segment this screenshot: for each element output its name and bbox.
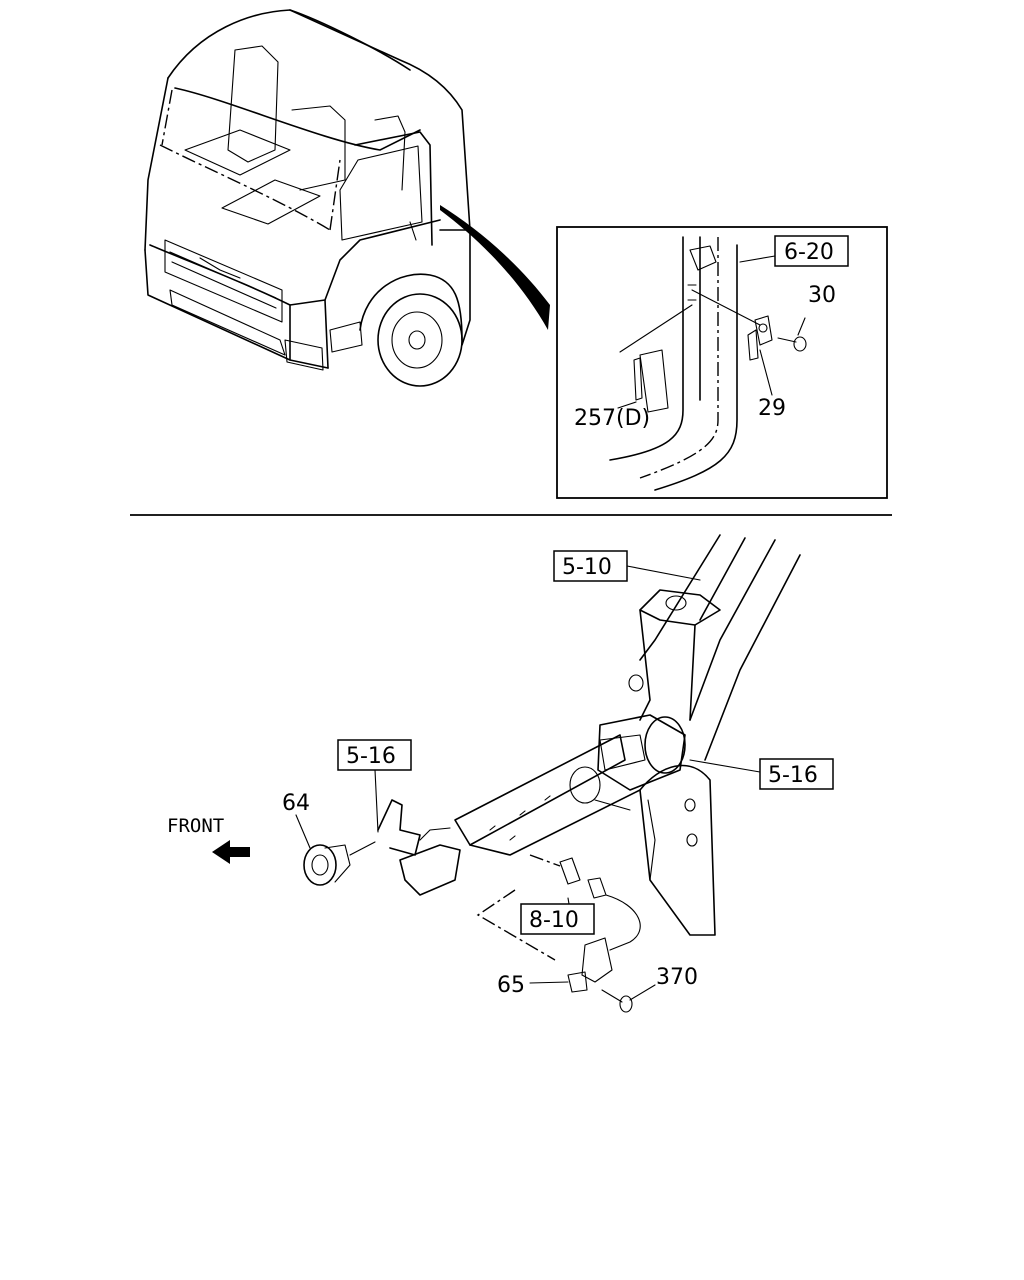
- part-label-30[interactable]: 30: [808, 283, 836, 308]
- ref-label-6-20: 6-20: [784, 240, 834, 265]
- detail-pointer: [440, 205, 550, 330]
- ref-box-5-16-right[interactable]: 5-16: [759, 758, 834, 790]
- ref-label-5-10: 5-10: [562, 555, 612, 580]
- ref-label-8-10: 8-10: [529, 908, 579, 933]
- truck-cab-illustration: [144, 9, 471, 387]
- ref-box-6-20[interactable]: 6-20: [774, 235, 849, 267]
- inset-detail: [556, 226, 888, 499]
- part-label-257d[interactable]: 257(D): [574, 406, 650, 431]
- ref-label-5-16-right: 5-16: [768, 763, 818, 788]
- part-label-65[interactable]: 65: [497, 973, 525, 998]
- part-label-370[interactable]: 370: [656, 965, 698, 990]
- arrow-left-icon: [212, 840, 250, 864]
- front-direction-label: FRONT: [167, 815, 224, 837]
- ref-box-5-16-left[interactable]: 5-16: [337, 739, 412, 771]
- part-label-64[interactable]: 64: [282, 791, 310, 816]
- frame-assembly: [303, 534, 801, 1013]
- ref-box-5-10[interactable]: 5-10: [553, 550, 628, 582]
- ref-label-5-16-left: 5-16: [346, 744, 396, 769]
- part-label-29[interactable]: 29: [758, 396, 786, 421]
- ref-box-8-10[interactable]: 8-10: [520, 903, 595, 935]
